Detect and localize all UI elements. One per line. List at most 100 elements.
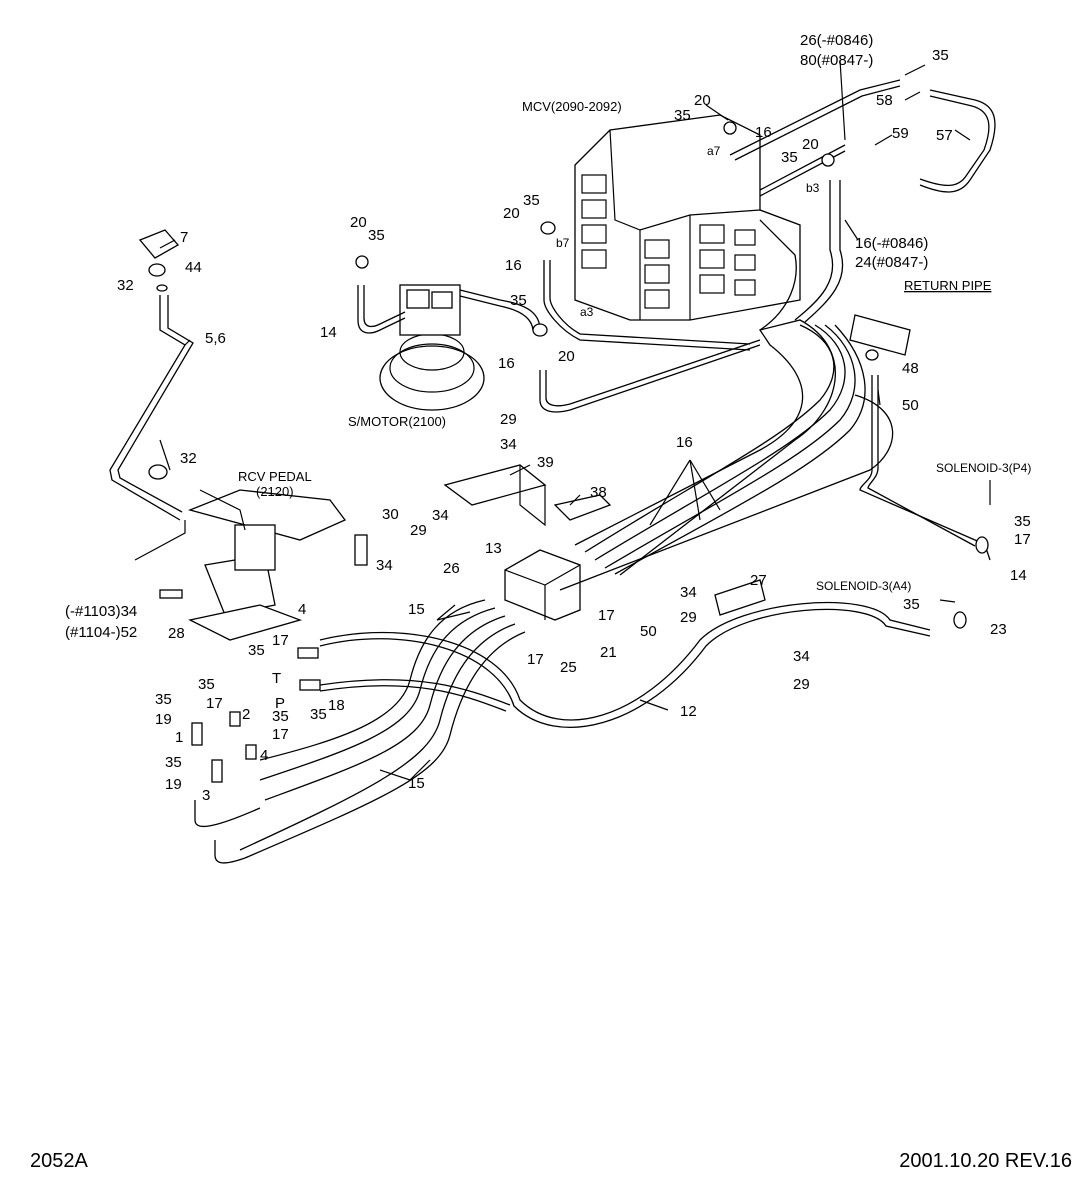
svg-text:15: 15 [408,601,425,618]
svg-text:16: 16 [676,434,693,451]
svg-text:18: 18 [328,697,345,714]
label-rcv-pedal-1: RCV PEDAL [238,469,312,484]
svg-text:a3: a3 [580,305,594,319]
label-mcv: MCV(2090-2092) [522,99,622,114]
svg-text:35: 35 [248,642,265,659]
svg-text:19: 19 [155,711,172,728]
label-80: 80(#0847-) [800,52,873,69]
labels: 26(-#0846) 80(#0847-) 35 58 59 57 MCV(20… [65,32,1031,804]
svg-text:35: 35 [932,47,949,64]
svg-text:34: 34 [680,584,697,601]
bracket-39 [443,464,547,527]
manifold-block-13 [504,549,581,621]
svg-text:15: 15 [408,775,425,792]
svg-text:32: 32 [117,277,134,294]
svg-text:32: 32 [180,450,197,467]
svg-text:a7: a7 [707,144,721,158]
return-line-50 [559,375,991,591]
svg-text:16: 16 [505,257,522,274]
svg-text:21: 21 [600,644,617,661]
svg-text:30: 30 [382,506,399,523]
svg-text:35: 35 [272,708,289,725]
svg-text:7: 7 [180,229,188,246]
svg-text:35: 35 [310,706,327,723]
svg-text:17: 17 [598,607,615,624]
svg-text:35: 35 [368,227,385,244]
label-16a: 16(-#0846) [855,235,928,252]
svg-text:19: 19 [165,776,182,793]
svg-text:35: 35 [165,754,182,771]
svg-text:16: 16 [498,355,515,372]
fittings [159,121,989,783]
svg-text:14: 14 [320,324,337,341]
label-solenoid-p4: SOLENOID-3(P4) [936,461,1031,475]
svg-text:20: 20 [558,348,575,365]
svg-text:20: 20 [350,214,367,231]
svg-text:T: T [272,670,281,687]
svg-text:29: 29 [680,609,697,626]
svg-text:3: 3 [202,787,210,804]
svg-text:20: 20 [503,205,520,222]
revision-date: 2001.10.20 REV.16 [899,1150,1072,1172]
drawing-code: 2052A [30,1150,88,1172]
svg-text:34: 34 [793,648,810,665]
svg-text:20: 20 [802,136,819,153]
svg-text:44: 44 [185,259,202,276]
svg-text:38: 38 [590,484,607,501]
svg-text:b7: b7 [556,236,570,250]
svg-text:27: 27 [750,572,767,589]
hoses-mcv-motor [357,79,996,413]
svg-text:16: 16 [755,124,772,141]
svg-text:34: 34 [376,557,393,574]
svg-text:1: 1 [175,729,183,746]
svg-text:39: 39 [537,454,554,471]
svg-text:50: 50 [902,397,919,414]
label-return-pipe: RETURN PIPE [904,278,992,293]
svg-text:35: 35 [903,596,920,613]
svg-text:50: 50 [640,623,657,640]
svg-text:5,6: 5,6 [205,330,226,347]
label-52: (#1104-)52 [65,624,137,641]
svg-text:20: 20 [694,92,711,109]
svg-text:17: 17 [272,726,289,743]
svg-text:14: 14 [1010,567,1027,584]
svg-text:4: 4 [260,747,268,764]
svg-text:35: 35 [781,149,798,166]
bracket-27 [714,579,766,616]
svg-text:b3: b3 [806,181,820,195]
svg-text:57: 57 [936,127,953,144]
svg-text:4: 4 [298,601,306,618]
bracket-38 [553,494,612,521]
hose-bundle-15 [194,599,526,864]
svg-text:28: 28 [168,625,185,642]
label-24: 24(#0847-) [855,254,928,271]
svg-text:13: 13 [485,540,502,557]
label-rcv-pedal-2: (2120) [256,484,294,499]
label-solenoid-a4: SOLENOID-3(A4) [816,579,911,593]
svg-text:58: 58 [876,92,893,109]
svg-text:35: 35 [674,107,691,124]
swing-motor [379,284,485,411]
return-pipe-bracket [849,314,911,356]
svg-text:17: 17 [527,651,544,668]
svg-text:17: 17 [272,632,289,649]
svg-text:17: 17 [206,695,223,712]
svg-text:34: 34 [432,507,449,524]
svg-text:23: 23 [990,621,1007,638]
svg-text:12: 12 [680,703,697,720]
svg-text:25: 25 [560,659,577,676]
svg-text:29: 29 [500,411,517,428]
mcv-valve [574,114,801,321]
svg-text:59: 59 [892,125,909,142]
label-26: 26(-#0846) [800,32,873,49]
svg-text:29: 29 [410,522,427,539]
hose-bundle-16 [574,180,866,576]
rcv-pedal [148,464,347,641]
svg-text:48: 48 [902,360,919,377]
label-swing-motor: S/MOTOR(2100) [348,414,446,429]
svg-text:2: 2 [242,706,250,723]
svg-text:P: P [275,695,285,712]
lever-assembly [109,229,194,561]
leader-lines [159,59,991,781]
